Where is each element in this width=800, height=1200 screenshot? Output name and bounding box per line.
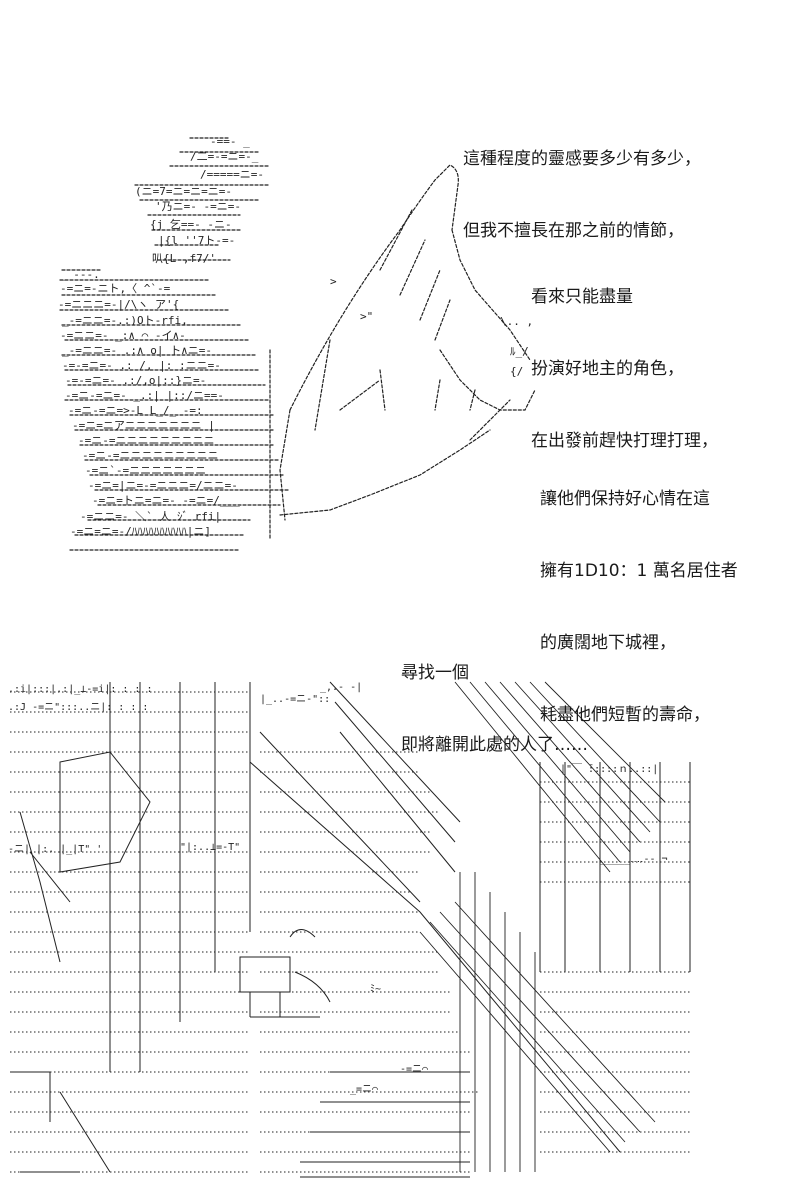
ascii-art-street-scene: .:i|:::|.:|_⊥-=i|: : : : .:J -=ニ":::..ニ|… xyxy=(0,672,800,1200)
svg-text:-=ニニニ=-|/\ヽ ア'{: -=ニニニ=-|/\ヽ ア'{ xyxy=(58,298,179,311)
caption-line: 這種程度的靈感要多少有多少， xyxy=(463,149,701,169)
caption-landlord: 看來只能盡量 扮演好地主的角色， 在出發前趕快打理打理， xyxy=(531,237,718,477)
svg-text:/二=-=ニ=-_: /二=-=ニ=-_ xyxy=(190,150,259,163)
svg-text:>": >" xyxy=(360,310,373,323)
svg-text:-=ニ=ニアニニニニニニニ |: -=ニ=ニアニニニニニニニ | xyxy=(72,419,215,432)
svg-text:-==- _: -==- _ xyxy=(210,135,250,148)
caption-line: 的廣闊地下城裡， xyxy=(540,633,676,653)
svg-text:/=====ニ=-: /=====ニ=- xyxy=(200,168,264,181)
svg-text:>: > xyxy=(330,275,337,288)
ascii-art-character-hand: -==- _ /二=-=ニ=-_ /=====ニ=- (ニ=7=ニ=ニ=ニ=- … xyxy=(40,110,560,590)
caption-line: 在出發前趕快打理打理， xyxy=(531,431,718,451)
svg-text:'乃ニ=- -=ニ=-: '乃ニ=- -=ニ=- xyxy=(155,200,241,213)
svg-text:-=ニ⌒: -=ニ⌒ xyxy=(400,1064,428,1075)
caption-line: 看來只能盡量 xyxy=(531,287,633,307)
svg-text:_,.- -|: _,.- -| xyxy=(320,682,362,693)
caption-search: 尋找一個 即將離開此處的人了…… xyxy=(401,613,588,781)
svg-text:_-=ニニ=- .:∧ o| ト∧ニ=-: _-=ニニ=- .:∧ o| ト∧ニ=- xyxy=(62,344,212,357)
svg-text:叭{L ,f7/': 叭{L ,f7/' xyxy=(152,252,216,265)
svg-text:-=-=ニ=- .: /, |: :ニニ=-: -=-=ニ=- .: /, |: :ニニ=- xyxy=(62,359,221,372)
svg-text:|{l ''7ト-=-: |{l ''7ト-=- xyxy=(158,234,235,247)
svg-text:|_..-=ニ-"::: |_..-=ニ-":: xyxy=(260,694,330,705)
svg-text:-=ニ-=ニ=>-L L_/_ -=:: -=ニ-=ニ=>-L L_/_ -=: xyxy=(68,404,203,417)
svg-text:-=-=ニ=- .:/,o|::}ニ=-: -=-=ニ=- .:/,o|::}ニ=- xyxy=(65,374,206,387)
caption-line: 耗盡他們短暫的壽命， xyxy=(540,705,710,725)
svg-text:{/: {/ xyxy=(510,365,523,378)
caption-line: 但我不擅長在那之前的情節， xyxy=(463,221,684,241)
caption-line: 讓他們保持好心情在這 xyxy=(540,489,710,509)
caption-line: 即將離開此處的人了…… xyxy=(401,735,588,755)
svg-text:"|:..⊥=-T": "|:..⊥=-T" xyxy=(180,842,240,853)
svg-text:.:i|:::|.:|_⊥-=i|: : : :: .:i|:::|.:|_⊥-=i|: : : : xyxy=(8,684,153,695)
caption-line: 尋找一個 xyxy=(401,663,469,683)
svg-text:-=ニ=トニ=ニ=- -=ニ=/___: -=ニ=トニ=ニ=- -=ニ=/___ xyxy=(92,494,240,507)
svg-text:-=ニ-=ニ=- _.:| |::/ニ==-: -=ニ-=ニ=- _.:| |::/ニ==- xyxy=(65,389,224,402)
svg-text:ﾐ~: ﾐ~ xyxy=(370,984,381,995)
svg-text:-=ニ`-=ニニニニニニニ: -=ニ`-=ニニニニニニニ xyxy=(85,464,206,477)
svg-text:{j 乞==- -ニ-: {j 乞==- -ニ- xyxy=(150,217,232,231)
svg-text:-=ニ=|ニ=-=ニニニ=/ニニ=-: -=ニ=|ニ=-=ニニニ=/ニニ=- xyxy=(88,479,238,492)
caption-line: 扮演好地主的角色， xyxy=(531,359,684,379)
svg-text:-=ニ=-ニト,〈 ^`-=: -=ニ=-ニト,〈 ^`-= xyxy=(60,282,171,295)
caption-dungeon: 讓他們保持好心情在這 擁有1D10：1 萬名居住者 的廣闊地下城裡， 耗盡他們短… xyxy=(540,439,738,751)
svg-text:-=ニ-=ニニニニニニニニニ: -=ニ-=ニニニニニニニニニ xyxy=(82,449,219,462)
svg-text:.:J -=ニ":::..ニ|: : : :: .:J -=ニ":::..ニ|: : : : xyxy=(8,702,148,713)
svg-text:-=ニニ=- ＼` 人 ｼﾞ rfi|: -=ニニ=- ＼` 人 ｼﾞ rfi| xyxy=(80,510,221,523)
svg-text:_____‥‥-- ¬: _____‥‥-- ¬ xyxy=(600,854,668,865)
svg-text:(ニ=7=ニ=ニ=ニ=-: (ニ=7=ニ=ニ=ニ=- xyxy=(135,185,232,198)
svg-text:ﾙ_/: ﾙ_/ xyxy=(510,345,529,358)
caption-inspiration: 這種程度的靈感要多少有多少， 但我不擅長在那之前的情節， xyxy=(463,99,701,267)
svg-text:_=ニ⌒: _=ニ⌒ xyxy=(350,1084,378,1095)
svg-text:_ ---.: _ ---. xyxy=(60,268,100,281)
svg-text:\.. ,: \.. , xyxy=(500,315,533,328)
svg-text:-=ニニ=- _:∧ ⌒ -イ∧-: -=ニニ=- _:∧ ⌒ -イ∧- xyxy=(60,329,186,342)
caption-line: 擁有1D10：1 萬名居住者 xyxy=(540,561,738,581)
svg-text:-ニ| |:. |_|T" ': -ニ| |:. |_|T" ' xyxy=(8,844,102,855)
svg-text:-=ニ=ニ=-/ﾊﾊﾊﾊﾊﾊﾊﾊﾊﾊ|ニ]: -=ニ=ニ=-/ﾊﾊﾊﾊﾊﾊﾊﾊﾊﾊ|ニ] xyxy=(70,525,211,538)
svg-text:-=ニ-=ニニニニニニニニニ: -=ニ-=ニニニニニニニニニ xyxy=(78,434,215,447)
svg-text:|"￣ ̄:::::ｎ..::|: |"￣ ̄:::::ｎ..::| xyxy=(560,762,658,775)
svg-text:_-=ニニ=-.:)Oト-rfi,: _-=ニニ=-.:)Oト-rfi, xyxy=(62,314,188,327)
